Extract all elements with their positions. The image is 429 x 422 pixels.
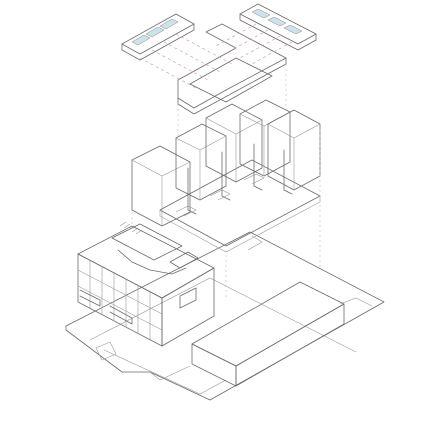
glass-block-right-2-edge — [267, 123, 321, 139]
glass-block-mid-1 — [175, 123, 227, 201]
site-plinth — [65, 231, 385, 401]
green-courtyard — [189, 57, 273, 103]
roof-frame-edge — [177, 57, 287, 115]
apartment-roof — [77, 225, 215, 299]
existing-volume — [191, 281, 345, 387]
corner-balcony — [179, 287, 197, 309]
ground-inner-edge — [89, 277, 357, 353]
skylight-strip-left-side — [121, 23, 195, 61]
alignment-guides — [131, 64, 321, 300]
glass-block-mid-2-edge — [205, 117, 263, 135]
projection-lines-red — [139, 23, 293, 89]
skylight-strip-left — [121, 13, 195, 55]
glass-block-left — [131, 145, 191, 227]
ground-curb — [247, 235, 263, 251]
townhouse-partitions — [187, 143, 293, 215]
townhouse-base-plate — [159, 159, 321, 247]
roof-stair-treads — [119, 221, 143, 235]
apartment-left-facade — [77, 253, 163, 347]
ground-plate — [65, 231, 385, 401]
cream-block-top — [191, 281, 345, 367]
cream-block-side — [235, 303, 345, 387]
ground-corner-notch — [95, 341, 117, 361]
skylight-strip-right-side — [239, 13, 317, 51]
ground-lower-step — [149, 365, 191, 381]
cream-block-front — [191, 343, 237, 387]
skylight-panes-left — [131, 18, 179, 46]
roof-terrace — [111, 223, 183, 261]
skylight-panes-right — [251, 8, 303, 35]
roof-pavilion — [169, 251, 199, 269]
apartment-block — [77, 221, 215, 347]
glass-block-left-edge — [131, 159, 191, 177]
roof-courtyard — [121, 3, 317, 115]
apartment-balcony-1 — [79, 289, 101, 307]
ground-street-edge — [103, 349, 227, 395]
townhouse-blocks — [131, 99, 321, 253]
ground-right-step — [339, 297, 373, 307]
apartment-window-grid — [77, 260, 163, 340]
roof-curved-rail — [117, 249, 187, 275]
glass-block-mid-2 — [205, 103, 263, 183]
townhouse-base-edge — [159, 196, 321, 253]
courtyard-steps — [175, 173, 265, 217]
glass-block-right-1 — [239, 99, 291, 177]
roof-frame — [177, 23, 287, 109]
apartment-balcony-2 — [109, 305, 133, 325]
glass-block-mid-1-edge — [175, 135, 227, 151]
glass-block-right-1-edge — [239, 111, 291, 127]
